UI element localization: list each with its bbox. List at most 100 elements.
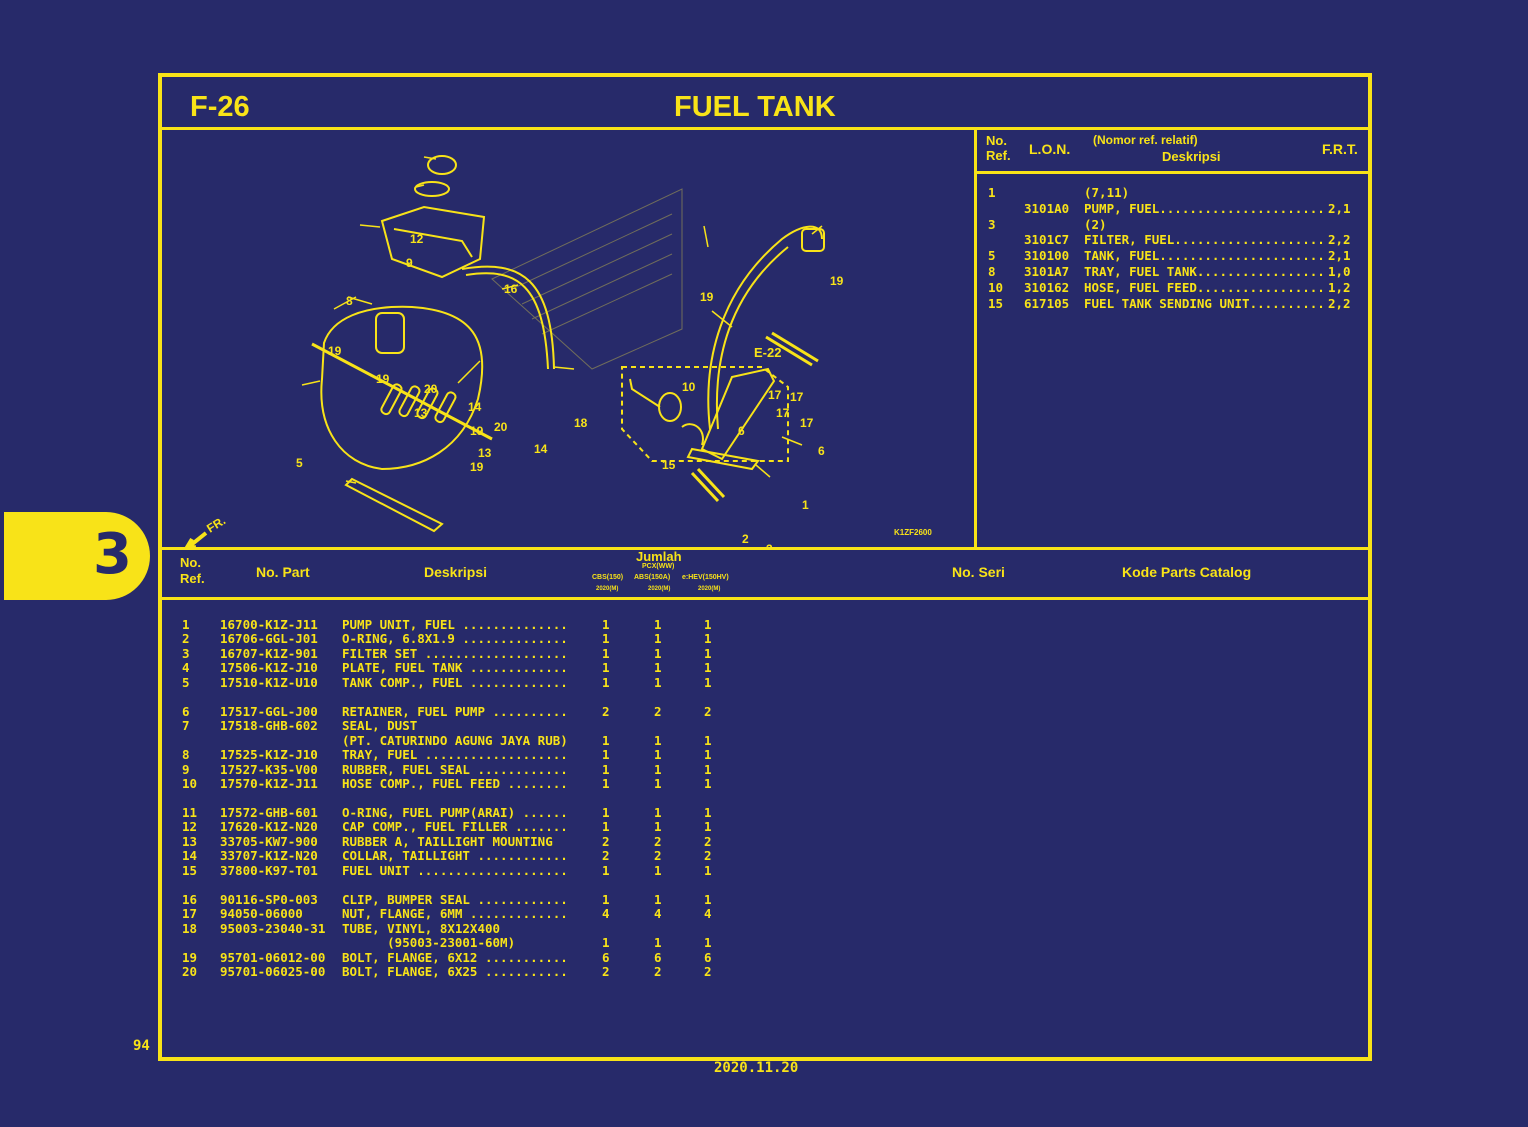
parts-row-ref: 20 [182,963,198,979]
lon-row-desc: (2) [1084,216,1107,232]
parts-row-qty-cbs: 1 [602,645,610,661]
lon-row-desc: FILTER, FUEL.................... [1084,232,1325,248]
parts-row-qty-hev: 2 [704,833,712,849]
parts-row-part-number: 33705-KW7-900 [220,833,318,849]
parts-row-qty-abs: 2 [654,963,662,979]
parts-row-desc: TANK COMP., FUEL ............. [342,674,568,690]
parts-row-qty-hev: 1 [704,645,712,661]
parts-header-variant-1: CBS(150) [592,574,624,581]
page-number: 94 [133,1038,150,1054]
parts-row-qty-cbs: 1 [602,935,610,951]
parts-row-qty-abs: 1 [654,617,662,632]
parts-row-part-number: 17572-GHB-601 [220,804,318,820]
parts-row-desc: CLIP, BUMPER SEAL ............ [342,891,568,907]
lon-row-no: 15 [988,295,1004,311]
callout-15: 15 [662,458,676,472]
parts-row-qty-cbs: 2 [602,848,610,864]
parts-row-qty-abs: 1 [654,674,662,690]
parts-row-qty-hev: 1 [704,819,712,835]
callout-17c: 17 [776,406,790,420]
parts-header-bottom [162,597,1368,600]
lon-row-no: 1 [988,185,996,200]
parts-row-qty-cbs: 1 [602,617,610,632]
parts-header-no: No. Ref. [180,555,205,586]
parts-row-desc: BOLT, FLANGE, 6X12 ........... [342,949,568,965]
parts-row-qty-hev: 1 [704,660,712,676]
callout-12: 12 [410,232,424,246]
callout-17b: 17 [790,390,804,404]
parts-header-variant-3: e:HEV(150HV) [682,574,729,581]
parts-row-qty-abs: 1 [654,660,662,676]
parts-row-qty-cbs: 1 [602,804,610,820]
lon-row-lon: 3101C7 [1024,232,1070,248]
parts-row-part-number: 94050-06000 [220,906,303,922]
parts-row-qty-abs: 1 [654,935,662,951]
lon-row-lon: 617105 [1024,295,1070,311]
parts-row-qty-cbs: 2 [602,703,610,719]
parts-row-desc: (PT. CATURINDO AGUNG JAYA RUB) [342,732,568,748]
parts-row-qty-cbs: 1 [602,776,610,791]
parts-row-qty-hev: 1 [704,804,712,820]
parts-row-qty-hev: 1 [704,935,712,951]
parts-row-qty-abs: 1 [654,761,662,777]
parts-row-ref: 10 [182,776,198,791]
parts-row-qty-abs: 2 [654,703,662,719]
parts-row-qty-abs: 6 [654,949,662,965]
parts-row-qty-abs: 1 [654,732,662,748]
lon-row-desc: TANK, FUEL...................... [1084,248,1325,264]
parts-row-ref: 1 [182,617,190,632]
callout-14a: 14 [468,400,482,414]
parts-row-ref: 5 [182,674,190,690]
parts-header-jumlah: Jumlah [636,549,682,564]
parts-header-desc: Deskripsi [424,564,488,580]
fuel-tray-shape [380,205,486,279]
parts-row-part-number: 33707-K1Z-N20 [220,848,318,864]
lon-row-no: 10 [988,279,1004,295]
callout-13b: 13 [478,446,492,460]
lon-header-desc: Deskripsi [1162,149,1221,164]
callout-19f: 19 [830,274,844,288]
parts-row-desc: RUBBER A, TAILLIGHT MOUNTING [342,833,553,849]
parts-row-qty-abs: 2 [654,848,662,864]
parts-row-ref: 12 [182,819,198,835]
lon-row-desc: HOSE, FUEL FEED................. [1084,279,1325,295]
lon-row-no: 5 [988,248,996,264]
parts-row-part-number: 16700-K1Z-J11 [220,617,318,632]
lon-row-frt: 2,2 [1328,232,1351,248]
parts-header-serial: No. Seri [952,564,1005,580]
callout-20b: 20 [494,420,508,434]
parts-row-desc: COLLAR, TAILLIGHT ............ [342,848,568,864]
parts-row-part-number: 17506-K1Z-J10 [220,660,318,676]
callout-5: 5 [296,456,303,470]
section-number: 3 [93,522,132,587]
parts-header-year-1: 2020(M) [596,586,619,592]
parts-row-qty-hev: 1 [704,776,712,791]
callout-19c: 19 [470,424,484,438]
callout-6a: 6 [738,424,745,438]
parts-row-qty-hev: 2 [704,848,712,864]
fuel-seal-shape [414,181,450,197]
tank-ribs [380,383,457,424]
callout-19d: 19 [470,460,484,474]
parts-row-desc: PUMP UNIT, FUEL .............. [342,617,568,632]
parts-row-ref: 16 [182,891,198,907]
parts-header-year-2: 2020(M) [648,586,671,592]
parts-row-qty-cbs: 1 [602,732,610,748]
parts-row-ref: 13 [182,833,198,849]
parts-row-ref: 7 [182,718,190,734]
lon-header-desc-top: (Nomor ref. relatif) [1093,133,1198,147]
parts-row-qty-cbs: 1 [602,631,610,647]
parts-header-catalog: Kode Parts Catalog [1122,564,1252,580]
lon-row-lon: 310162 [1024,279,1070,295]
parts-row-qty-hev: 1 [704,617,712,632]
lon-row-frt: 2,2 [1328,295,1351,311]
parts-row-qty-hev: 4 [704,906,712,922]
parts-row-ref: 6 [182,703,190,719]
parts-row-part-number: 17527-K35-V00 [220,761,318,777]
fr-direction-label: FR. [204,513,228,535]
callout-10: 10 [682,380,696,394]
callout-17a: 17 [768,388,782,402]
parts-header-model: PCX(WW) [642,563,675,570]
parts-row-qty-hev: 2 [704,703,712,719]
parts-row-qty-abs: 1 [654,631,662,647]
